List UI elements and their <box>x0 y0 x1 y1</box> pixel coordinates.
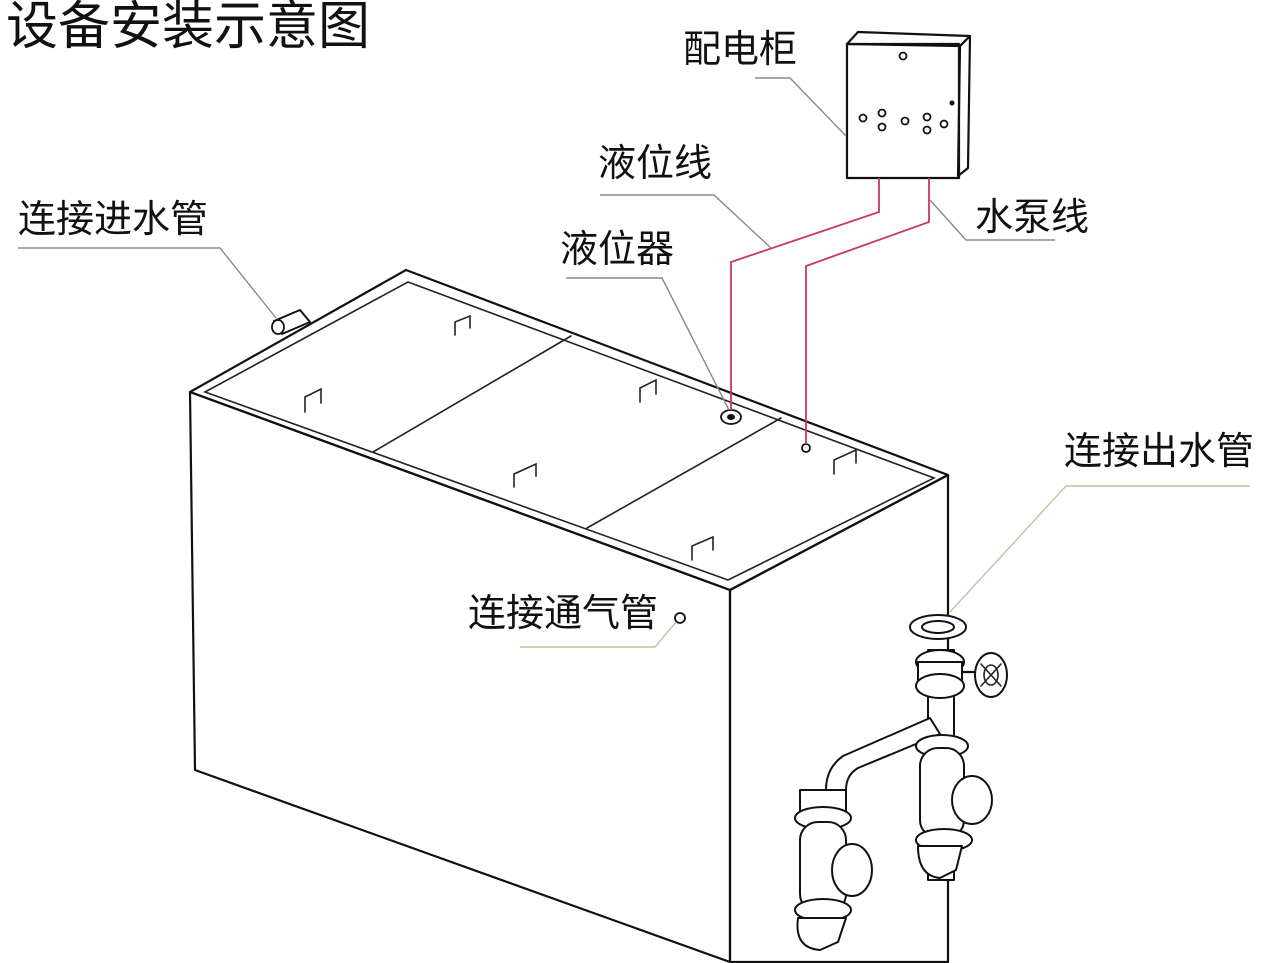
label-distribution-cabinet: 配电柜 <box>683 27 797 71</box>
vent-pipe-opening <box>674 612 686 624</box>
level-sensor-wire <box>730 178 880 410</box>
cabinet-indicator-2 <box>877 108 887 118</box>
outlet-top-flange-bore <box>921 620 955 634</box>
label-vent-pipe: 连接通气管 <box>468 591 658 635</box>
leader-outlet <box>949 485 1250 613</box>
cabinet-indicator-3 <box>877 122 887 132</box>
right-pump-side-flange <box>951 775 993 825</box>
tank-front-face <box>188 390 732 963</box>
valve-flange-lower <box>915 673 965 699</box>
pump-wire <box>805 178 930 444</box>
handwheel-spoke-2 <box>980 663 1002 687</box>
cabinet-indicator-1 <box>858 113 868 123</box>
leader-level-wire <box>600 194 772 249</box>
leader-pump-wire <box>929 199 1055 241</box>
cover-handle-3 <box>639 378 657 403</box>
cover-seam-1 <box>372 335 572 453</box>
leader-cabinet <box>755 77 847 137</box>
diagram-title: 设备安装示意图 <box>6 0 370 57</box>
pump-cable-hole <box>801 443 811 453</box>
cabinet-indicator-7 <box>939 119 949 129</box>
cabinet-lock <box>898 51 908 61</box>
cover-handle-5 <box>833 448 857 475</box>
level-sensor-core <box>727 414 735 420</box>
valve-handwheel-hub <box>983 664 999 686</box>
left-pump-elbow <box>796 917 847 951</box>
cabinet-front <box>845 42 961 180</box>
water-tank <box>188 268 950 963</box>
cabinet-indicator-4 <box>900 116 910 126</box>
cover-handle-2 <box>304 387 322 413</box>
leader-vent <box>520 621 677 648</box>
leader-level-sensor <box>566 277 730 411</box>
left-pump-side-flange <box>831 843 873 897</box>
tank-top-inner-rim <box>203 281 937 581</box>
tank-top <box>188 268 950 592</box>
cabinet-indicator-6 <box>922 125 932 135</box>
cover-handle-6 <box>691 535 714 561</box>
cover-seam-2 <box>586 417 782 529</box>
cabinet-indicator-8 <box>949 100 955 106</box>
label-outlet-pipe: 连接出水管 <box>1064 429 1254 473</box>
cabinet-indicator-5 <box>922 112 932 122</box>
label-inlet-pipe: 连接进水管 <box>18 197 208 241</box>
cover-handle-4 <box>513 462 537 488</box>
inlet-pipe-opening <box>271 319 285 335</box>
label-level-wire: 液位线 <box>598 141 712 185</box>
label-level-sensor: 液位器 <box>560 227 674 271</box>
distribution-cabinet <box>845 30 972 180</box>
label-pump-wire: 水泵线 <box>975 195 1089 239</box>
right-pump-elbow <box>917 845 963 879</box>
outlet-pipe-assembly <box>794 614 1008 951</box>
cover-handle-1 <box>454 314 471 336</box>
leader-inlet <box>18 247 277 319</box>
